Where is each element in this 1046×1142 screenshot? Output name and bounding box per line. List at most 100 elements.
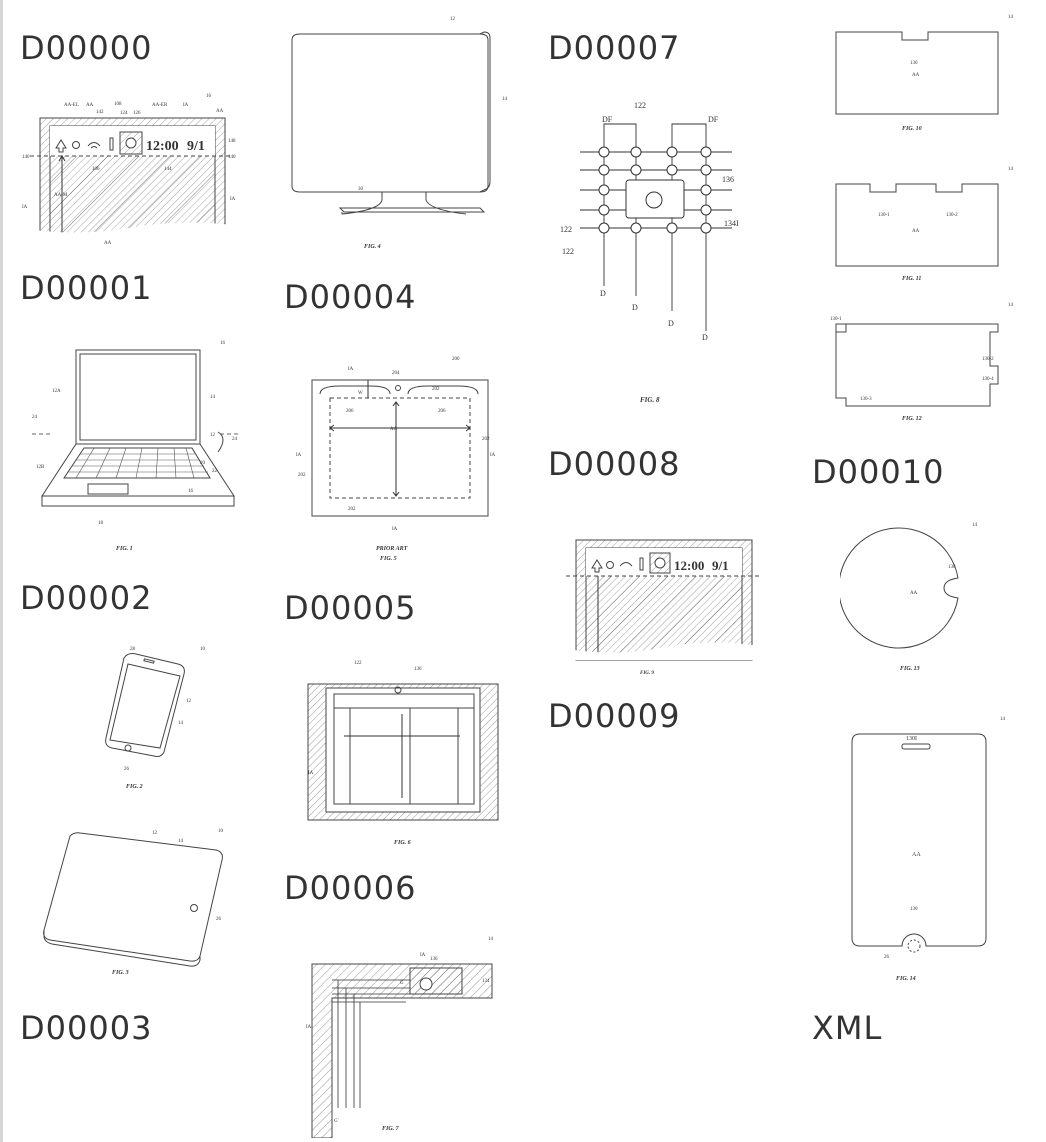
svg-text:FIG. 4: FIG. 4 (364, 244, 381, 250)
svg-text:26: 26 (124, 767, 130, 772)
svg-text:130-3: 130-3 (860, 397, 872, 402)
svg-text:12:00: 12:00 (146, 139, 179, 154)
svg-text:16: 16 (206, 94, 212, 99)
svg-text:12: 12 (152, 831, 158, 836)
label-d00009: D00009 (548, 697, 681, 735)
svg-text:FIG. 10: FIG. 10 (902, 126, 922, 132)
svg-text:D: D (702, 333, 708, 342)
svg-text:D: D (668, 319, 674, 328)
svg-text:202: 202 (432, 387, 440, 392)
svg-text:10: 10 (218, 829, 224, 834)
svg-text:24: 24 (32, 415, 38, 420)
figure-d00007-pixel-grid: 122 DF DF 136 134I 122 122 D D D D FIG. … (552, 96, 772, 412)
svg-text:14: 14 (1008, 167, 1014, 172)
svg-text:FIG. 6: FIG. 6 (394, 840, 411, 846)
svg-text:D: D (632, 303, 638, 312)
svg-text:AA: AA (390, 427, 398, 432)
svg-text:136: 136 (430, 957, 438, 962)
svg-text:202: 202 (482, 437, 490, 442)
label-d00003: D00003 (20, 1009, 153, 1047)
svg-text:106: 106 (92, 167, 100, 172)
svg-text:DF: DF (708, 115, 719, 124)
figure-d00010-fig14: 14 130I AA 130 26 FIG. 14 (830, 710, 1020, 986)
svg-text:FIG. 11: FIG. 11 (902, 276, 921, 282)
svg-text:IA: IA (420, 953, 426, 958)
svg-text:IA: IA (490, 453, 496, 458)
svg-text:14: 14 (210, 395, 216, 400)
svg-text:202: 202 (348, 507, 356, 512)
svg-text:AA: AA (912, 73, 920, 78)
label-d00004: D00004 (284, 278, 417, 316)
figure-d00005-display-layout: 122 136 IA FIG. 6 (294, 654, 504, 850)
svg-text:122: 122 (562, 247, 574, 256)
svg-text:14: 14 (1000, 717, 1006, 722)
svg-text:130: 130 (948, 565, 956, 570)
svg-text:26: 26 (216, 917, 222, 922)
svg-text:136: 136 (722, 175, 734, 184)
svg-text:16: 16 (188, 489, 194, 494)
svg-text:204: 204 (392, 371, 400, 376)
left-edge-bar (0, 0, 3, 1142)
svg-text:G': G' (334, 1119, 339, 1124)
svg-text:IA: IA (230, 197, 236, 202)
svg-text:FIG. 1: FIG. 1 (116, 546, 133, 552)
svg-text:28: 28 (130, 647, 136, 652)
svg-text:IA: IA (306, 1025, 312, 1030)
svg-text:G: G (400, 981, 404, 986)
svg-text:124: 124 (120, 111, 128, 116)
svg-text:20: 20 (200, 461, 206, 466)
label-d00008: D00008 (548, 445, 681, 483)
figure-d00006-gate-lines: IA 136 14 134 G G' IA FIG. 7 (302, 928, 508, 1138)
svg-text:AA: AA (912, 852, 921, 858)
svg-text:AA: AA (216, 109, 224, 114)
figure-d00009-fig11: 14 130-1 130-2 AA FIG. 11 (820, 160, 1032, 284)
svg-text:206: 206 (346, 409, 354, 414)
svg-text:130: 130 (910, 907, 918, 912)
svg-text:AA-M: AA-M (54, 193, 68, 198)
svg-text:12:00: 12:00 (674, 558, 704, 573)
svg-text:IA: IA (348, 367, 354, 372)
svg-text:AA-EL: AA-EL (64, 103, 79, 108)
figure-d00010-fig13: 14 130 AA FIG. 13 (840, 512, 1020, 678)
svg-text:130: 130 (910, 61, 918, 66)
svg-text:IA: IA (296, 453, 302, 458)
label-d00005: D00005 (284, 589, 417, 627)
svg-text:130-2: 130-2 (946, 213, 958, 218)
svg-text:IA: IA (392, 527, 398, 532)
svg-text:130I: 130I (906, 736, 917, 742)
figure-d00009-fig10: 14 130 AA FIG. 10 (820, 8, 1032, 136)
svg-text:IA: IA (308, 771, 314, 776)
svg-text:122: 122 (354, 661, 362, 666)
svg-text:136: 136 (414, 667, 422, 672)
svg-text:130-1: 130-1 (830, 317, 842, 322)
svg-text:14: 14 (1008, 15, 1014, 20)
svg-text:AA: AA (910, 591, 918, 596)
svg-text:108: 108 (114, 102, 122, 107)
svg-text:14: 14 (178, 839, 184, 844)
svg-text:140: 140 (228, 155, 236, 160)
svg-text:140: 140 (22, 155, 30, 160)
svg-text:122: 122 (634, 101, 646, 110)
label-d00010: D00010 (812, 453, 945, 491)
svg-text:10: 10 (200, 647, 206, 652)
figure-d00004-monitor: 12 14 30 FIG. 4 (284, 12, 520, 252)
figure-d00004-prior-art: IA 204 200 W 202 206 206 AA 202 IA IA 20… (292, 352, 512, 566)
svg-text:12A: 12A (52, 389, 61, 394)
svg-text:AA-ER: AA-ER (152, 103, 168, 108)
svg-text:PRIOR ART: PRIOR ART (376, 546, 408, 552)
svg-text:142: 142 (96, 110, 104, 115)
svg-text:12: 12 (186, 699, 192, 704)
svg-text:FIG. 13: FIG. 13 (900, 666, 920, 672)
svg-text:9/1: 9/1 (712, 558, 729, 573)
svg-text:14: 14 (1008, 303, 1014, 308)
svg-text:148: 148 (228, 139, 236, 144)
svg-text:130-2: 130-2 (982, 357, 994, 362)
svg-text:IA: IA (183, 103, 189, 108)
svg-text:202: 202 (298, 473, 306, 478)
svg-text:206: 206 (438, 409, 446, 414)
svg-text:AA: AA (912, 229, 920, 234)
svg-text:16: 16 (220, 341, 226, 346)
label-d00007: D00007 (548, 29, 681, 67)
svg-text:D: D (600, 289, 606, 298)
figure-d00001-laptop: 16 12A 14 24 12B 12 20 22 16 18 24 FIG. … (24, 336, 260, 558)
